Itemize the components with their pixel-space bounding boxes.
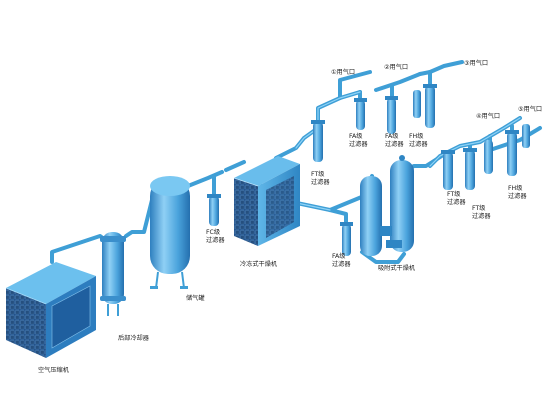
label-adsorption-dryer: 吸附式干燥机 xyxy=(378,264,416,272)
label-fa-filter-b-line1: FA级 xyxy=(385,132,398,140)
label-fa-filter-c-line2: 过滤器 xyxy=(332,260,351,268)
label-ft-filter-a-line2: 过滤器 xyxy=(311,178,330,186)
aftercooler xyxy=(100,232,126,316)
label-fc-filter-line2: 过滤器 xyxy=(206,236,225,244)
label-fa-filter-c-line1: FA级 xyxy=(332,252,345,260)
air-tank xyxy=(150,176,190,289)
label-fa-filter-a-line1: FA级 xyxy=(349,132,362,140)
labels: 空气压缩机 后部冷却器 储气罐 FC级 过滤器 冷冻式干燥机 FT级 过滤器 F… xyxy=(38,59,542,374)
label-fh-filter-a-line2: 过滤器 xyxy=(409,140,428,148)
label-fa-filter-a-line2: 过滤器 xyxy=(349,140,368,148)
air-compressor xyxy=(5,262,96,358)
filter-group-upper xyxy=(311,84,437,162)
label-fh-filter-b-line1: FH级 xyxy=(508,184,522,192)
label-fc-filter-line1: FC级 xyxy=(206,228,220,236)
label-outlet-4: ④用气口 xyxy=(476,112,500,120)
label-outlet-5: ⑤用气口 xyxy=(518,105,542,113)
fc-filter xyxy=(207,194,221,226)
label-ft-filter-b-line2: 过滤器 xyxy=(447,198,466,206)
label-outlet-2: ②用气口 xyxy=(384,63,408,71)
filter-group-lower xyxy=(340,124,530,256)
label-outlet-3: ③用气口 xyxy=(464,59,488,67)
label-ft-filter-c-line1: FT级 xyxy=(472,204,485,212)
label-aftercooler: 后部冷却器 xyxy=(118,334,150,342)
adsorption-dryer xyxy=(360,155,414,256)
label-fh-filter-a-line1: FH级 xyxy=(409,132,423,140)
label-ft-filter-a-line1: FT级 xyxy=(311,170,324,178)
label-fh-filter-b-line2: 过滤器 xyxy=(508,192,527,200)
label-refrigerated-dryer: 冷冻式干燥机 xyxy=(240,260,278,268)
label-air-tank: 储气罐 xyxy=(186,294,205,302)
label-outlet-1: ①用气口 xyxy=(331,68,355,76)
label-ft-filter-b-line1: FT级 xyxy=(447,190,460,198)
refrigerated-dryer xyxy=(233,156,300,246)
label-air-compressor: 空气压缩机 xyxy=(38,366,70,374)
label-fa-filter-b-line2: 过滤器 xyxy=(385,140,404,148)
label-ft-filter-c-line2: 过滤器 xyxy=(472,212,491,220)
